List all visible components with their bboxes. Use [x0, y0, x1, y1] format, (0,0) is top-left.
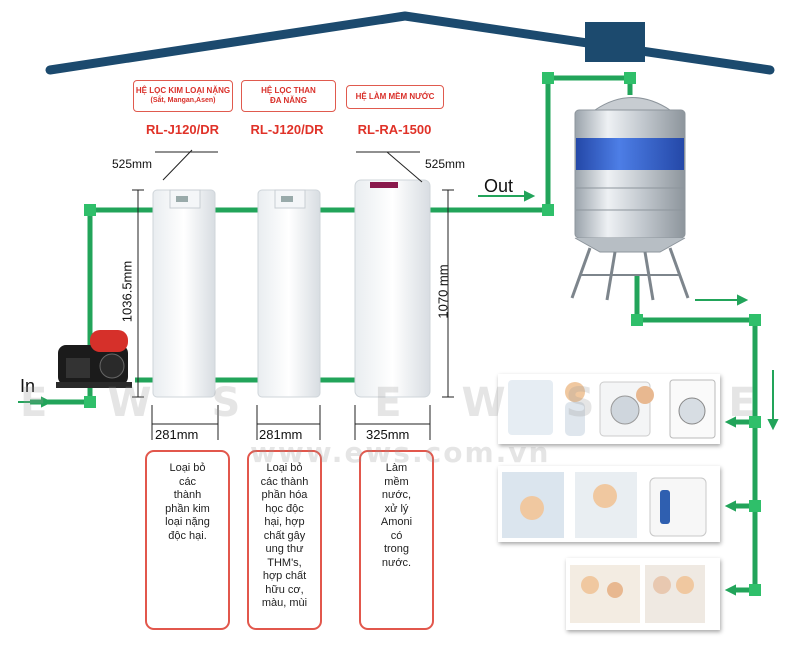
description-line: có — [390, 529, 403, 542]
description-line: xử lý — [384, 502, 409, 515]
filter-heading-3: HỆ LÀM MỀM NƯỚC — [346, 85, 444, 109]
filter-heading-1-sub: (Sắt, Mangan,Asen) — [150, 97, 216, 104]
filter-heading-2: HỆ LỌC THAN ĐA NĂNG — [241, 80, 336, 112]
description-line: mềm — [384, 475, 409, 488]
filter-vessel-1 — [152, 189, 216, 398]
pump-illustration — [56, 330, 132, 388]
description-line: độc hại. — [168, 529, 207, 542]
watermark-brand-3: EWS — [728, 380, 800, 426]
description-line: học độc — [265, 502, 304, 515]
panel-laundry-contents — [508, 379, 716, 439]
filter-heading-1-title: HỆ LỌC KIM LOẠI NẶNG — [135, 86, 231, 95]
description-line: hại, hợp — [264, 516, 305, 528]
height-label-left: 1036.5mm — [119, 260, 135, 323]
watermark-brand-2: EWS — [374, 380, 655, 426]
pipe-joints — [84, 72, 761, 596]
description-line: loại nặng — [165, 516, 210, 528]
model-name-1: RL-J120/DR — [146, 122, 219, 137]
description-line: các — [178, 475, 197, 488]
storage-tank — [570, 97, 690, 301]
width-label-1: 281mm — [155, 427, 199, 442]
width-label-2: 281mm — [259, 427, 303, 442]
description-line: thành — [173, 489, 202, 501]
application-panel-kitchen — [566, 558, 720, 630]
model-name-2: RL-J120/DR — [250, 122, 324, 137]
depth-label-right: 525mm — [425, 157, 466, 171]
description-line: màu, mùi — [261, 597, 308, 609]
description-line: ung thư — [265, 543, 304, 555]
description-line: nước, — [381, 489, 412, 501]
description-line: hữu cơ, — [265, 583, 304, 596]
filter-heading-2-sub: ĐA NĂNG — [269, 96, 308, 105]
width-label-3: 325mm — [366, 427, 410, 442]
description-line: trong — [383, 543, 410, 555]
description-line: Amoni — [380, 516, 413, 528]
description-line: chất gây — [263, 529, 306, 542]
softener-vessel — [354, 179, 431, 398]
flow-out-label: Out — [484, 176, 514, 196]
description-line: THM's, — [267, 556, 302, 569]
application-panel-bathroom — [498, 466, 720, 542]
dimension-lines — [132, 149, 454, 440]
filter-heading-3-title: HỆ LÀM MỀM NƯỚC — [355, 92, 435, 101]
description-line: hợp chất — [262, 570, 307, 582]
description-line: Làm — [385, 462, 408, 474]
description-line: phần kim — [165, 502, 210, 515]
watermark-brand-1: EWS — [20, 380, 301, 426]
house-roof — [45, 11, 775, 75]
description-box-1: Loại bỏ các thành phần kim loại nặng độc… — [145, 450, 230, 630]
description-line: các thành — [260, 475, 309, 488]
filter-heading-1: HỆ LỌC KIM LOẠI NẶNG (Sắt, Mangan,Asen) — [133, 80, 233, 112]
height-label-right: 1070 mm — [435, 264, 451, 319]
description-line: nước. — [381, 556, 412, 569]
filter-vessel-2 — [257, 189, 321, 398]
depth-label-left: 525mm — [112, 157, 153, 171]
description-line: Loại bỏ — [266, 462, 303, 474]
model-name-3: RL-RA-1500 — [357, 122, 432, 137]
watermark-site: www.ews.com.vn — [250, 436, 551, 469]
flow-in-label: In — [20, 376, 36, 396]
description-line: phần hóa — [261, 489, 308, 501]
filter-heading-2-title: HỆ LỌC THAN — [261, 86, 316, 95]
description-line: Loại bỏ — [169, 462, 206, 474]
panel-bathroom-contents — [502, 472, 707, 538]
description-box-3: Làm mềm nước, xử lý Amoni có trong nước. — [359, 450, 434, 630]
panel-kitchen-contents — [570, 565, 705, 623]
description-box-2: Loại bỏ các thành phần hóa học độc hại, … — [247, 450, 322, 630]
watermark-brand: EWS EWS EWS — [20, 380, 800, 426]
flow-arrows — [18, 190, 779, 596]
